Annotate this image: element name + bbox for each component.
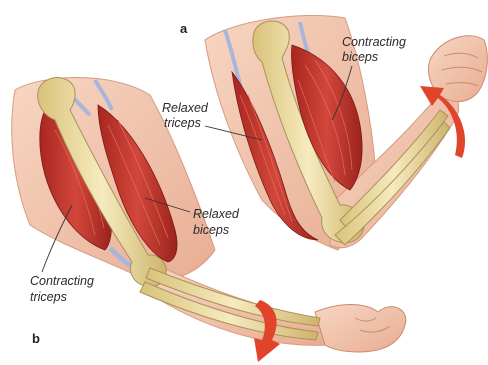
contracting-triceps-line2: triceps [30,290,67,304]
panel-label-a: a [180,21,188,36]
contracting-biceps-line1: Contracting [342,35,406,49]
relaxed-biceps-line1: Relaxed [193,207,240,221]
panel-label-b: b [32,331,40,346]
arm-b-hand [315,305,406,353]
relaxed-triceps-line2: triceps [164,116,201,130]
contracting-biceps-line2: biceps [342,50,378,64]
contracting-triceps-line1: Contracting [30,274,94,288]
relaxed-triceps-line1: Relaxed [162,101,209,115]
relaxed-biceps-line2: biceps [193,223,229,237]
